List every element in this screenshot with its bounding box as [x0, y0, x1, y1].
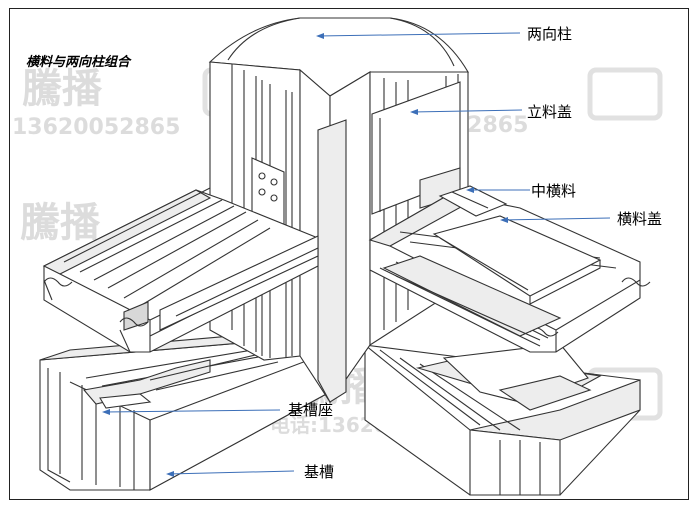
leader-mullion-cover — [411, 109, 523, 113]
leader-transom-cover — [501, 217, 611, 221]
watermark-phone-left: 13620052865 — [12, 115, 180, 140]
leader-base-slot — [167, 470, 295, 475]
leader-base-slot-seat — [103, 409, 281, 413]
label-transom-cover: 横料盖 — [617, 210, 662, 228]
watermark-brand-mid-left: 騰播 — [20, 200, 101, 246]
leader-column — [317, 32, 521, 37]
left-transom-part — [42, 187, 319, 353]
label-two-way-column: 两向柱 — [527, 25, 572, 43]
diagram-title: 横料与两向柱组合 — [26, 54, 132, 70]
watermark-brand-left: 騰播 — [22, 66, 103, 112]
base-slot-part — [39, 329, 641, 496]
leader-lines — [102, 32, 611, 477]
label-base-slot-seat: 基槽座 — [288, 401, 333, 419]
diagram-frame — [9, 8, 689, 500]
right-transom-part — [368, 185, 651, 353]
label-mullion-cover: 立料盖 — [527, 103, 572, 121]
watermark-logo-right — [587, 67, 663, 121]
label-middle-transom: 中横料 — [531, 182, 576, 200]
label-base-slot: 基槽 — [304, 463, 334, 481]
